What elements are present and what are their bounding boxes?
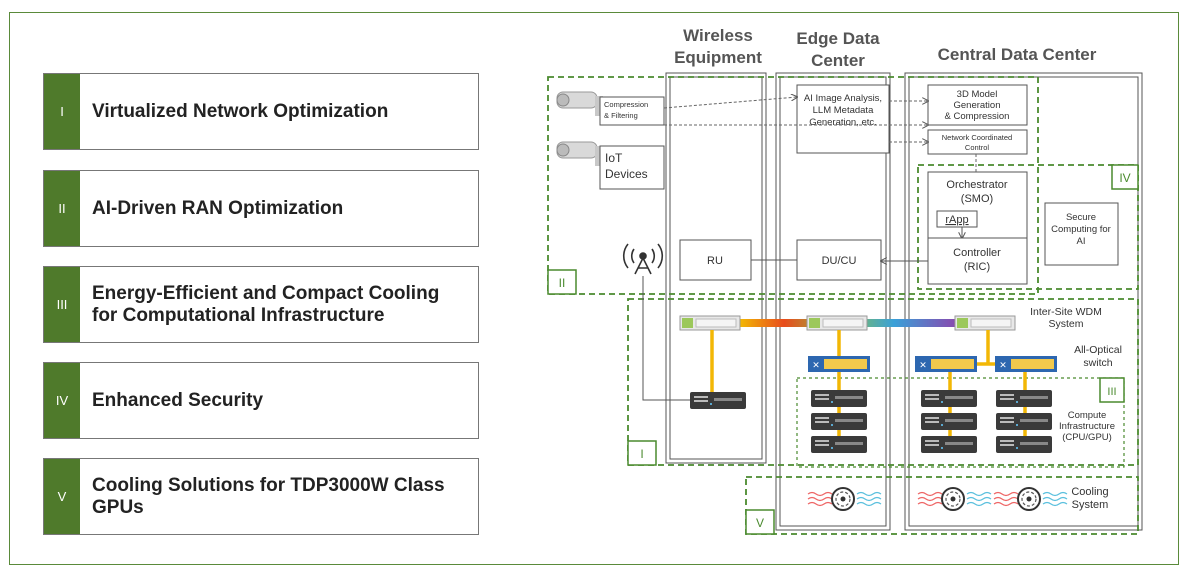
ai-image-analysis-box	[796, 84, 890, 154]
ru-label: RU	[707, 255, 723, 267]
antenna-tower-icon	[622, 243, 664, 275]
ducu-label: DU/CU	[822, 255, 857, 267]
camera-icon	[556, 91, 603, 116]
server-rack	[921, 390, 977, 407]
column-wireless	[665, 72, 767, 464]
zone-label-iv: IV	[1119, 171, 1130, 185]
zone-label-ii: II	[559, 276, 566, 290]
zone-label-iii: III	[1107, 386, 1116, 398]
cooling-unit	[917, 487, 992, 511]
optical-switch	[995, 356, 1057, 372]
pillar-number: I	[44, 74, 80, 149]
data-flow-arrows	[663, 97, 977, 172]
zone-label-i: I	[640, 447, 643, 461]
column-title-central: Central Data Center	[938, 45, 1097, 64]
pillar-number: III	[44, 267, 80, 342]
pillar-5: V Cooling Solutions for TDP3000W Class G…	[43, 458, 479, 535]
server-rack	[811, 413, 867, 430]
outer-frame	[9, 12, 1179, 565]
pillar-3: III Energy-Efficient and Compact Cooling…	[43, 266, 479, 343]
zone-iv: IV	[917, 164, 1139, 290]
pillar-number: V	[44, 459, 80, 534]
camera-icon	[556, 141, 603, 166]
ru-box	[679, 239, 752, 281]
ducu-box	[796, 239, 882, 281]
pillar-number: IV	[44, 363, 80, 438]
compression-filtering-label: Compression& Filtering	[604, 100, 648, 120]
controller-label: Controller(RIC)	[953, 247, 1001, 273]
server-rack	[811, 390, 867, 407]
network-coordinated-box	[927, 129, 1028, 155]
zone-label-v: V	[756, 516, 764, 530]
pillar-label: Cooling Solutions for TDP3000W Class GPU…	[92, 474, 445, 518]
pillar-1: I Virtualized Network Optimization	[43, 73, 479, 150]
cooling-unit	[993, 487, 1068, 511]
3d-model-box	[927, 84, 1028, 126]
optical-switch	[808, 356, 870, 372]
pillar-label: Virtualized Network Optimization	[92, 100, 389, 122]
server-rack	[921, 436, 977, 453]
server-rack	[996, 413, 1052, 430]
iot-devices-box	[599, 145, 665, 190]
server-rack	[996, 436, 1052, 453]
pillar-2: II AI-Driven RAN Optimization	[43, 170, 479, 247]
zone-v: V	[745, 476, 1139, 535]
server-rack	[690, 392, 746, 409]
pillar-4: IV Enhanced Security	[43, 362, 479, 439]
cooling-unit	[807, 487, 882, 511]
optical-switch	[915, 356, 977, 372]
pillar-label: Enhanced Security	[92, 389, 264, 411]
zone-ii: II	[547, 76, 1039, 295]
zone-i: I	[627, 298, 1139, 466]
rapp-box	[936, 210, 978, 228]
zone-iii: III	[796, 377, 1125, 468]
compression-filtering-box	[599, 96, 665, 126]
wdm-unit	[679, 315, 741, 331]
wdm-unit	[806, 315, 868, 331]
server-rack	[996, 390, 1052, 407]
server-rack	[921, 413, 977, 430]
pillar-label: Energy-Efficient and Compact Cooling for…	[92, 282, 440, 326]
server-rack	[811, 436, 867, 453]
secure-computing-box	[1044, 202, 1119, 266]
rapp-label: rApp	[945, 214, 968, 226]
wdm-unit	[954, 315, 1016, 331]
yellow-links	[710, 330, 1027, 440]
pillar-label: AI-Driven RAN Optimization	[92, 197, 344, 219]
orchestrator-label: Orchestrator(SMO)	[946, 179, 1007, 205]
pillar-number: II	[44, 171, 80, 246]
